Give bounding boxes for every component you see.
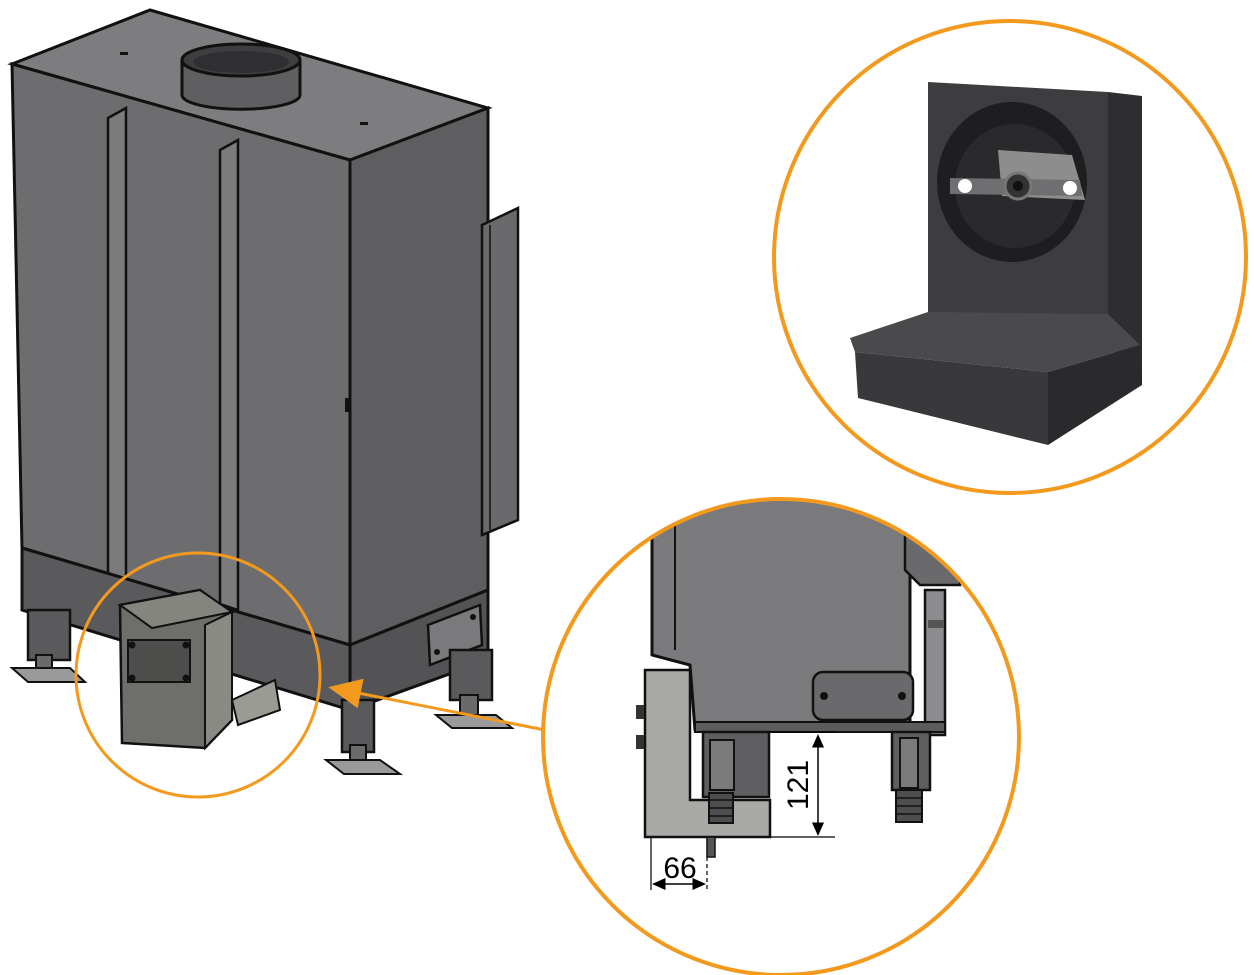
zoom-circle-photo — [772, 19, 1248, 495]
side-panel — [480, 206, 520, 537]
insert-front-face — [10, 62, 352, 648]
fireplace-insert — [7, 8, 520, 775]
mounting-bracket — [117, 588, 282, 751]
insert-side-face — [348, 105, 490, 648]
dimension-width-label: 66 — [663, 852, 696, 885]
adjustable-legs — [9, 608, 515, 775]
flue-collar — [180, 42, 302, 111]
detail-bracket — [643, 668, 772, 839]
dimension-height: 121 — [770, 731, 835, 838]
dimension-height-label: 121 — [782, 760, 815, 810]
zoom-circle-small — [74, 551, 322, 799]
dimension-width: 66 — [650, 837, 708, 890]
zoom-circle-detail — [541, 497, 1021, 975]
zoom-leader-arrow — [328, 678, 546, 732]
detail-view: 121 66 — [541, 497, 1021, 975]
bracket-photo — [772, 19, 1248, 495]
